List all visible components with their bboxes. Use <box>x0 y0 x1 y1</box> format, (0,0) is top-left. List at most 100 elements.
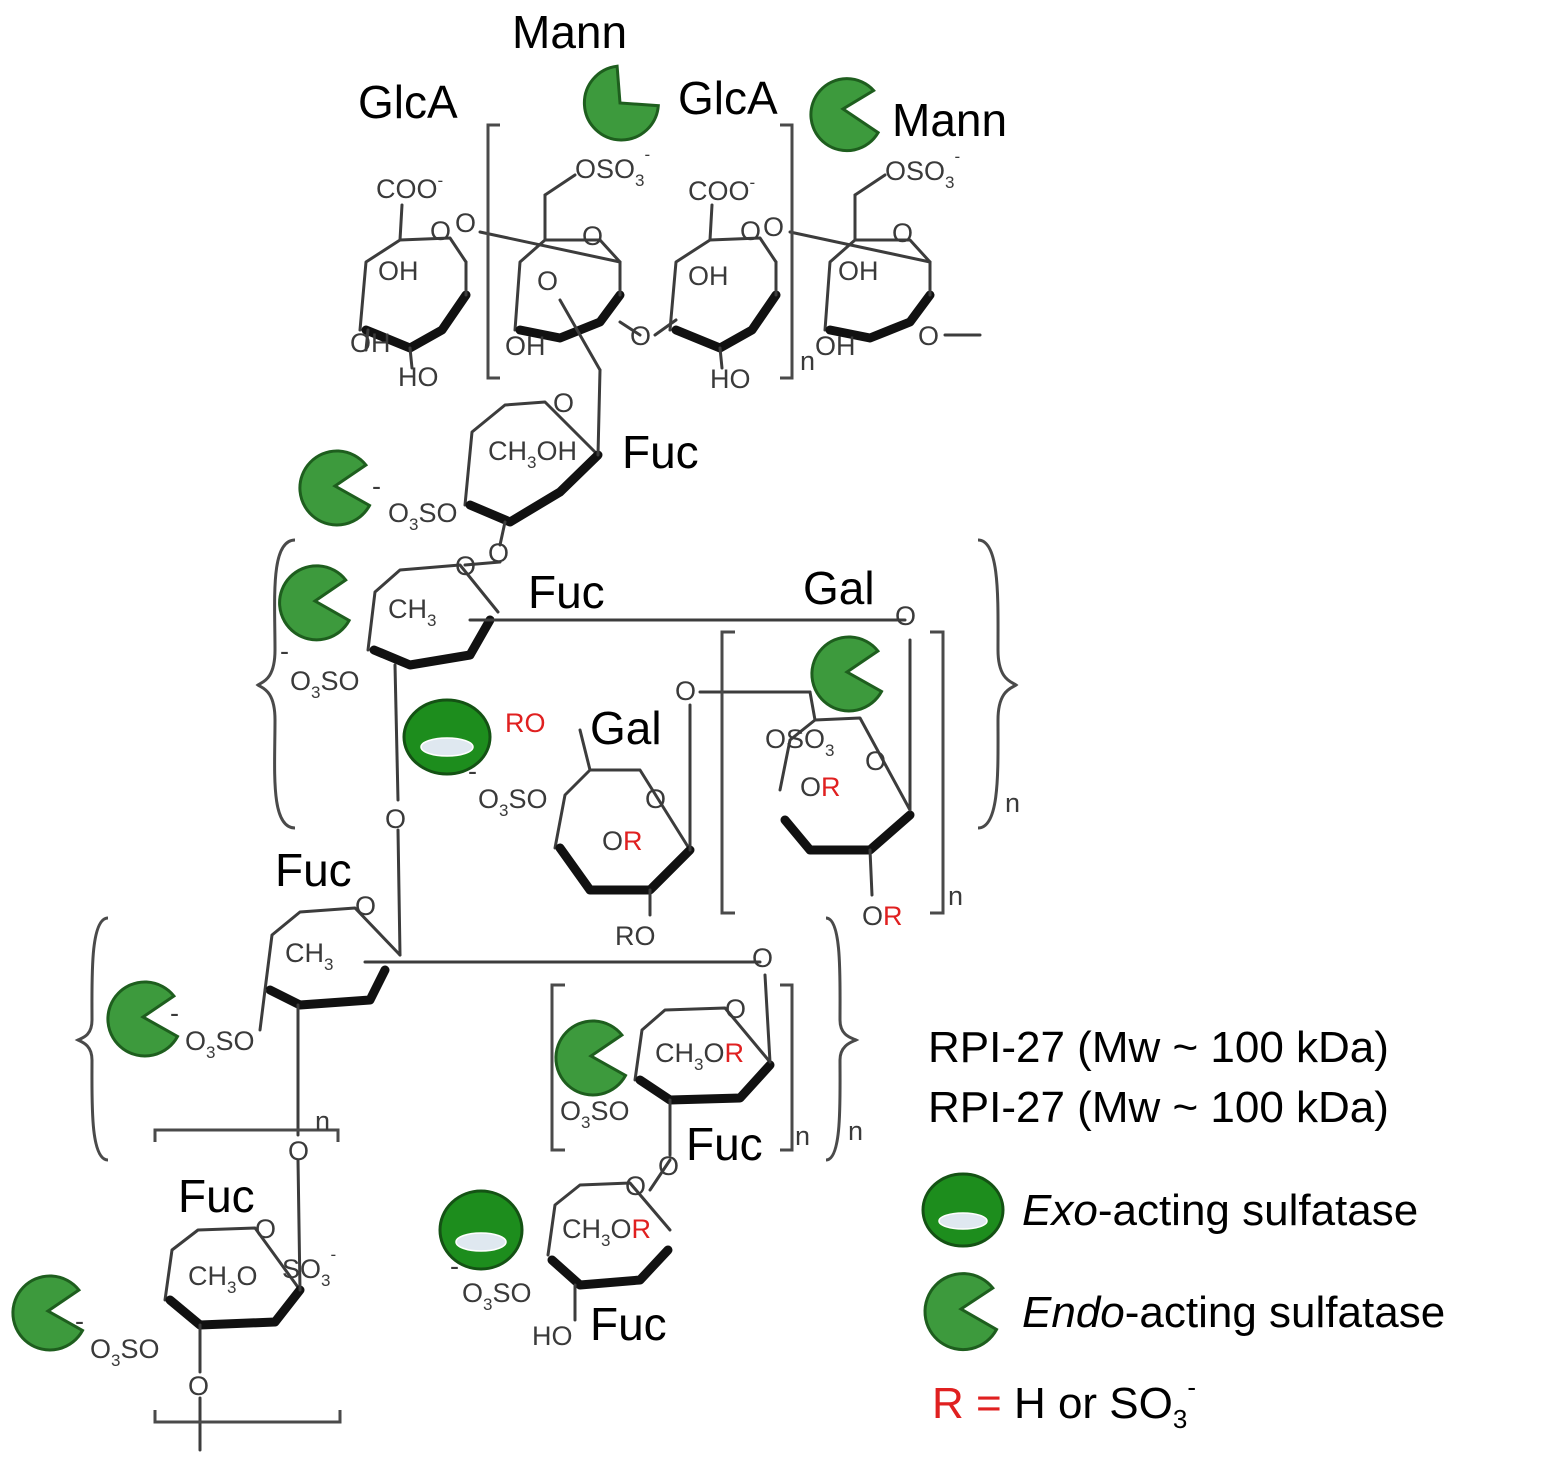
svg-text:OH: OH <box>505 331 546 361</box>
label-glca-1: GlcA <box>358 76 458 128</box>
legend-product-line-2: RPI-27 (Mw ~ 100 kDa) <box>928 1083 1389 1132</box>
label-fuc-6: Fuc <box>590 1298 667 1350</box>
svg-text:n: n <box>1005 788 1020 818</box>
svg-text:O: O <box>725 994 746 1024</box>
label-fuc-3: Fuc <box>275 844 352 896</box>
brace-mid-right <box>977 538 1019 830</box>
brace-mid-left <box>255 538 296 830</box>
svg-text:O3SO: O3SO <box>185 1026 255 1062</box>
bracket-top-left <box>486 123 500 380</box>
svg-text:O: O <box>455 208 476 238</box>
svg-text:OR: OR <box>602 826 643 856</box>
label-fuc-5: Fuc <box>178 1170 255 1222</box>
svg-text:O3SO: O3SO <box>462 1278 532 1314</box>
sugar-labels: Mann GlcA GlcA Mann Fuc Fuc Gal Gal Fuc … <box>178 6 1007 1350</box>
svg-text:O: O <box>355 891 376 921</box>
legend-exo-label: Exo-acting sulfatase <box>1022 1186 1418 1235</box>
brace-low-left <box>74 916 109 1162</box>
endo-sulfatase-icon <box>106 980 180 1058</box>
svg-text:n: n <box>315 1106 330 1136</box>
svg-text:O3SO: O3SO <box>560 1096 630 1132</box>
svg-text:O: O <box>288 1136 309 1166</box>
endo-sulfatase-icon <box>554 1019 628 1097</box>
svg-text:-: - <box>75 1306 84 1336</box>
mann-ring-1 <box>478 173 642 372</box>
svg-text:O: O <box>918 321 939 351</box>
svg-text:OR: OR <box>862 901 903 931</box>
svg-text:CH3: CH3 <box>285 938 333 974</box>
exo-sulfatase-icon <box>438 1189 524 1271</box>
svg-text:HO: HO <box>710 364 751 394</box>
svg-text:OH: OH <box>815 331 856 361</box>
svg-text:CH3OR: CH3OR <box>562 1214 651 1250</box>
endo-sulfatase-icon <box>11 1274 85 1352</box>
bracket-gal-right <box>930 630 945 915</box>
svg-text:O: O <box>188 1371 209 1401</box>
bracket-top-right <box>780 123 794 380</box>
legend-product-line-1: RPI-27 (Mw ~ 100 kDa) <box>928 1023 1389 1072</box>
svg-text:COO-: COO- <box>688 173 755 206</box>
svg-text:CH3O: CH3O <box>188 1261 257 1297</box>
svg-text:O3SO: O3SO <box>478 784 548 820</box>
svg-text:O: O <box>658 1151 679 1181</box>
svg-text:O: O <box>675 676 696 706</box>
svg-text:-: - <box>372 471 381 501</box>
label-fuc-1: Fuc <box>622 426 699 478</box>
svg-text:OSO3-: OSO3- <box>575 145 650 190</box>
svg-text:O: O <box>752 943 773 973</box>
svg-text:O: O <box>430 216 451 246</box>
svg-text:O: O <box>865 746 886 776</box>
svg-text:O: O <box>625 1171 646 1201</box>
glca-ring-2 <box>653 203 781 370</box>
endo-sulfatase-icon <box>582 64 660 142</box>
svg-text:HO: HO <box>398 362 439 392</box>
label-fuc-2: Fuc <box>528 566 605 618</box>
svg-text:-: - <box>450 1251 459 1281</box>
legend: RPI-27 (Mw ~ 100 kDa) RPI-27 (Mw ~ 100 k… <box>921 1023 1445 1434</box>
svg-text:O: O <box>740 216 761 246</box>
svg-text:n: n <box>800 346 815 376</box>
svg-text:O: O <box>582 221 603 251</box>
bracket-fuc-base-top <box>153 1128 340 1142</box>
svg-text:RO: RO <box>505 708 546 738</box>
svg-text:SO3-: SO3- <box>282 1245 336 1290</box>
svg-text:RO: RO <box>615 921 656 951</box>
svg-text:HO: HO <box>532 1321 573 1351</box>
legend-endo-label: Endo-acting sulfatase <box>1022 1288 1445 1337</box>
label-glca-2: GlcA <box>678 72 778 124</box>
endo-sulfatase-icon <box>809 77 881 153</box>
svg-text:O: O <box>553 388 574 418</box>
svg-text:O: O <box>630 321 651 351</box>
fuc-ring-5 <box>546 1158 673 1322</box>
exo-markers <box>402 698 524 1271</box>
glca-ring-1 <box>358 203 471 370</box>
svg-text:O: O <box>537 266 558 296</box>
label-gal-1: Gal <box>803 562 875 614</box>
svg-text:CH3OR: CH3OR <box>655 1038 744 1074</box>
svg-text:OH: OH <box>350 328 391 358</box>
svg-text:COO-: COO- <box>376 171 443 204</box>
svg-text:n: n <box>848 1116 863 1146</box>
svg-text:-: - <box>468 756 477 786</box>
label-mann-2: Mann <box>892 94 1007 146</box>
bracket-gal-left <box>720 630 735 915</box>
svg-text:OR: OR <box>800 772 841 802</box>
label-gal-2: Gal <box>590 702 662 754</box>
endo-sulfatase-icon <box>298 449 372 527</box>
gal-ring-1 <box>553 703 695 917</box>
svg-text:O: O <box>455 551 476 581</box>
svg-text:O: O <box>255 1214 276 1244</box>
legend-endo-icon <box>923 1272 999 1352</box>
svg-text:CH3OH: CH3OH <box>488 436 577 472</box>
svg-text:O: O <box>385 804 406 834</box>
label-mann-1: Mann <box>512 6 627 58</box>
endo-markers <box>11 64 884 1352</box>
svg-text:CH3: CH3 <box>388 594 436 630</box>
gal-ring-2 <box>698 638 915 897</box>
svg-text:O3SO: O3SO <box>90 1334 160 1370</box>
bracket-fuc4-left <box>550 983 565 1152</box>
svg-text:n: n <box>948 881 963 911</box>
fuc-ring-4 <box>633 973 775 1157</box>
fuc-ring-2 <box>366 560 907 802</box>
